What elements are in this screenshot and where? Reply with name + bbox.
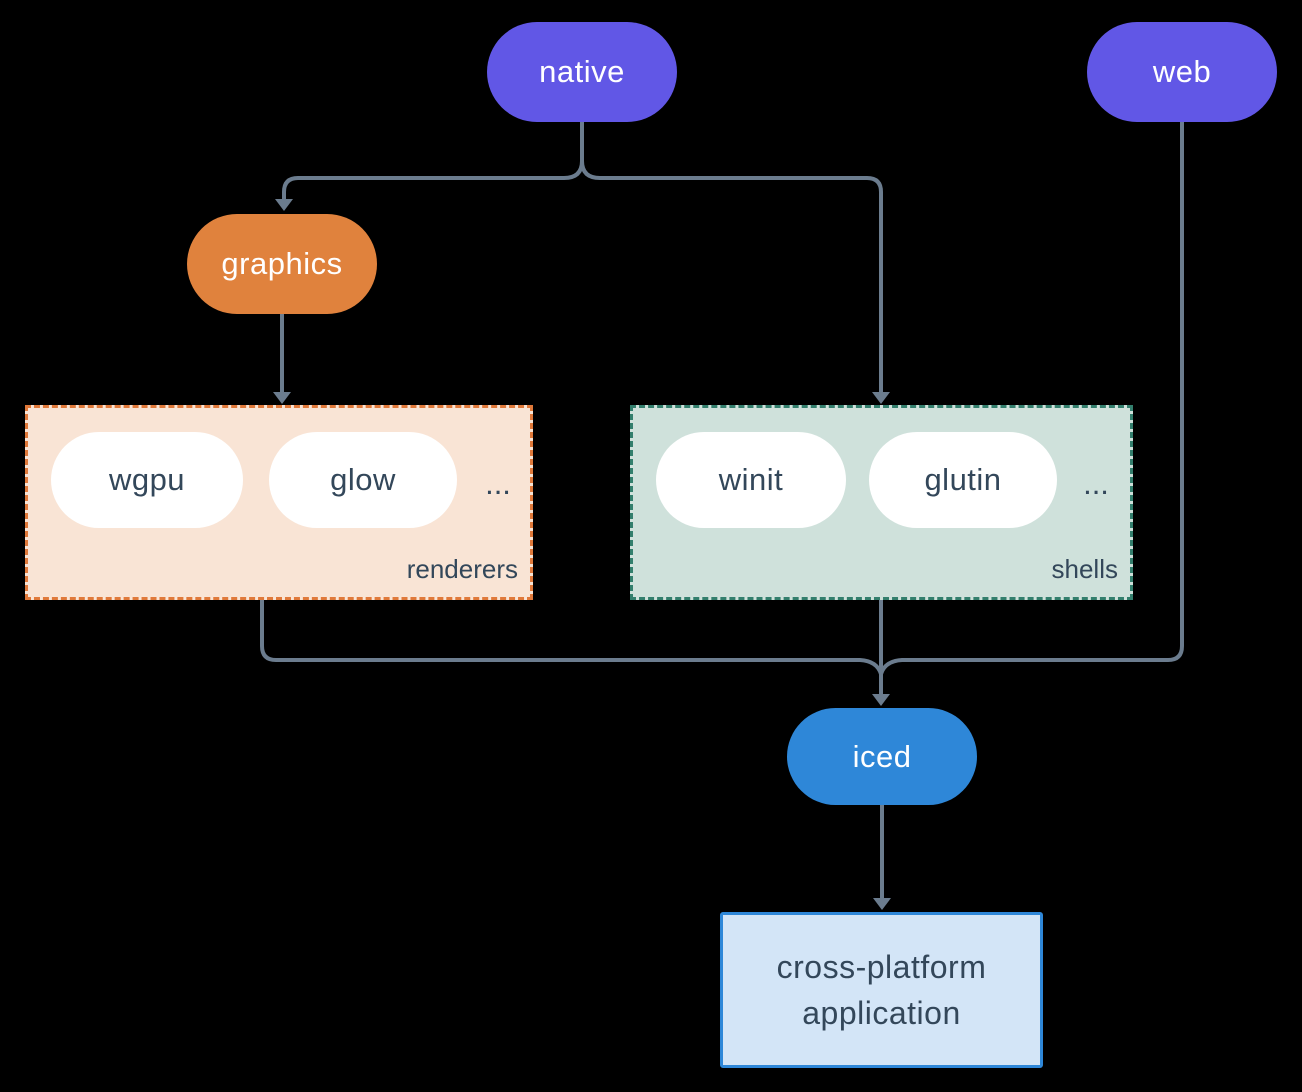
node-wgpu-label: wgpu [108, 462, 186, 497]
edge-native-to-shells [580, 160, 883, 393]
node-graphics-label: graphics [221, 246, 343, 281]
arrowhead-application [873, 898, 891, 910]
node-glow: glow [269, 432, 457, 528]
arrowhead-iced [872, 694, 890, 706]
edge-native-to-graphics [282, 160, 584, 199]
arrowhead-shells-box [872, 392, 890, 404]
node-wgpu: wgpu [51, 432, 243, 528]
renderers-group-label: renderers [406, 554, 518, 584]
arrowhead-renderers-box [273, 392, 291, 404]
group-shells: winit glutin ... shells [630, 405, 1133, 600]
shells-group-label: shells [1051, 554, 1118, 584]
group-renderers: wgpu glow ... renderers [25, 405, 533, 600]
shells-ellipsis: ... [1083, 466, 1109, 501]
node-iced-label: iced [852, 738, 912, 774]
node-native: native [487, 22, 677, 122]
application-label-line1: cross-platform [776, 949, 987, 985]
node-winit: winit [656, 432, 846, 528]
node-web-label: web [1152, 54, 1212, 89]
node-native-label: native [539, 54, 625, 89]
node-glutin: glutin [869, 432, 1057, 528]
renderers-ellipsis: ... [485, 466, 511, 501]
node-glow-label: glow [330, 462, 396, 497]
node-winit-label: winit [718, 462, 784, 497]
node-cross-platform-application: cross-platform application [720, 912, 1043, 1068]
node-glutin-label: glutin [924, 462, 1002, 497]
node-web: web [1087, 22, 1277, 122]
edge-renderers-to-iced [260, 600, 883, 675]
application-label-line2: application [802, 995, 961, 1031]
node-graphics: graphics [187, 214, 377, 314]
node-iced: iced [787, 708, 977, 805]
arrowhead-graphics [275, 199, 293, 211]
